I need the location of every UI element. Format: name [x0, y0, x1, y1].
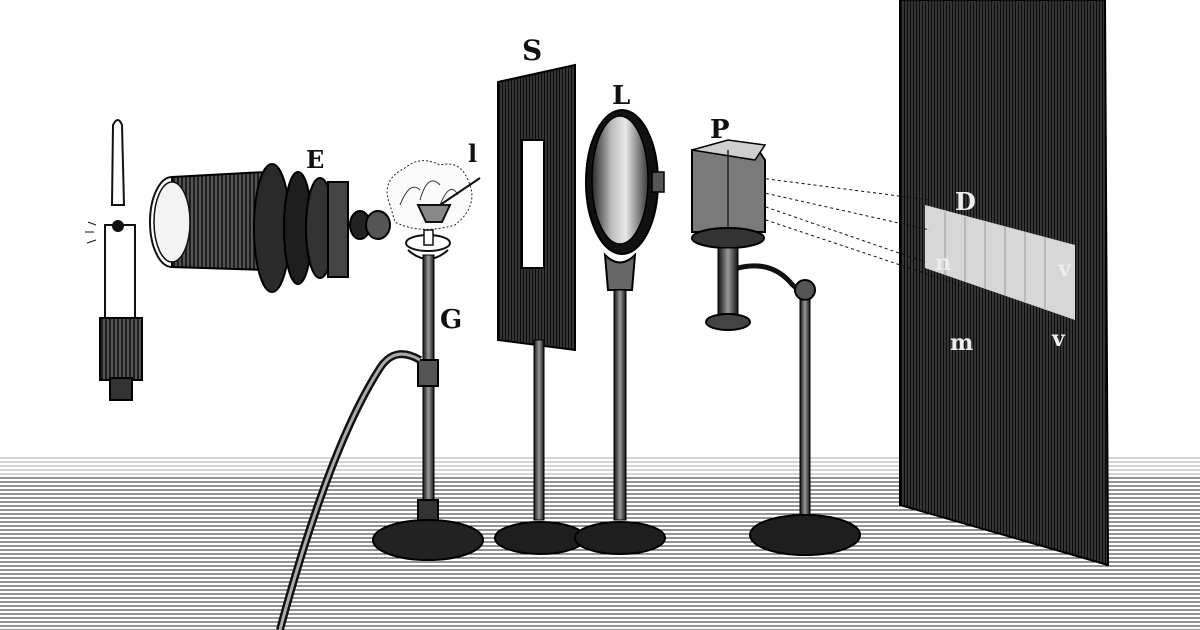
label-slit: S	[522, 34, 542, 67]
figure-labels: E l G S L P D n v v m	[306, 34, 1072, 356]
label-lens: L	[612, 81, 630, 111]
bunsen-burner	[276, 160, 484, 630]
spectrum-band	[925, 205, 1075, 320]
projection-screen	[899, 0, 1110, 567]
slit-stand	[494, 63, 586, 555]
lens	[574, 109, 666, 555]
candle	[85, 119, 143, 401]
label-lamp: E	[306, 145, 324, 174]
label-prism: P	[710, 115, 730, 145]
light-rays	[759, 177, 961, 286]
label-flame-source: l	[468, 139, 477, 168]
label-spectrum-bottom: n	[935, 250, 951, 276]
label-screen-mark: m	[950, 330, 973, 356]
prism	[691, 139, 861, 556]
label-spectrum-top: D	[955, 187, 976, 216]
label-spectrum-end-bottom: v	[1051, 326, 1066, 352]
label-spectrum-end-top: v	[1057, 256, 1072, 282]
lamp-housing	[149, 163, 391, 293]
label-stand: G	[440, 305, 462, 335]
